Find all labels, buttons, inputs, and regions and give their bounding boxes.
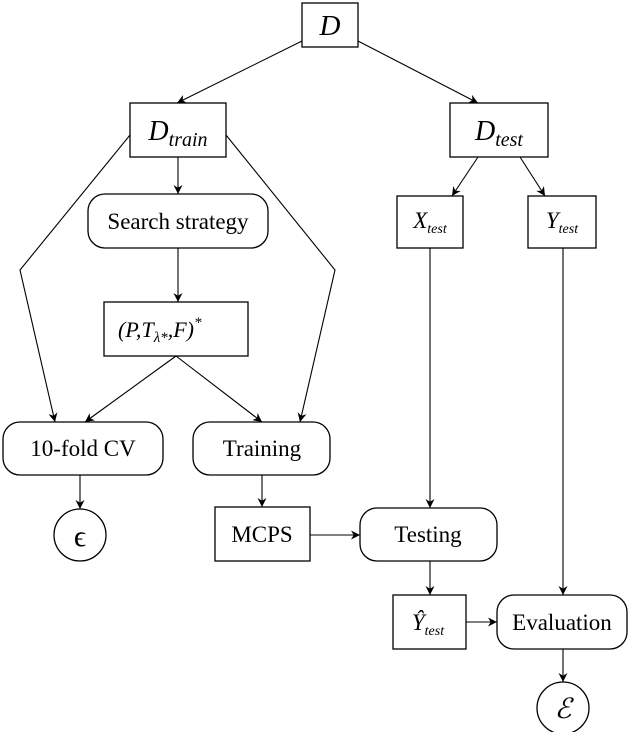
node-y-test-subscript: test (559, 222, 580, 237)
node-y-hat-test-symbol: Ŷ (412, 610, 427, 635)
node-x-test-label: Xtest (412, 208, 448, 237)
node-calligraphic-e-symbol: ℰ (555, 694, 575, 725)
node-d-train: Dtrain (129, 102, 227, 158)
node-d-train-symbol: D (147, 116, 168, 147)
node-config: (P,Tλ*,F)* (103, 301, 249, 357)
node-d: D (301, 2, 359, 48)
node-epsilon-symbol: ϵ (74, 520, 86, 553)
node-y-test-symbol: Y (546, 208, 561, 233)
node-d-test-symbol: D (474, 116, 495, 147)
node-config-t: T (141, 317, 155, 342)
node-training-label: Training (223, 436, 302, 461)
node-search-strategy: Search strategy (87, 193, 269, 249)
node-y-test-label: Ytest (546, 208, 579, 237)
node-search-strategy-label: Search strategy (107, 209, 249, 234)
node-testing-label: Testing (394, 522, 462, 547)
node-testing: Testing (359, 507, 498, 562)
node-d-train-subscript: train (169, 129, 208, 151)
node-10-fold-cv: 10-fold CV (2, 421, 164, 476)
node-d-symbol: D (319, 10, 341, 42)
node-config-superscript: * (194, 315, 202, 331)
node-d-train-label: Dtrain (147, 116, 207, 151)
node-mcps: MCPS (214, 506, 311, 562)
node-x-test-symbol: X (412, 208, 428, 233)
edge-d-to-dtest (357, 40, 479, 104)
node-config-rest: ,F) (168, 317, 194, 342)
node-y-hat-test-subscript: test (425, 624, 446, 639)
node-x-test-subscript: test (427, 222, 448, 237)
edge-config-to-training (175, 355, 263, 423)
node-y-hat-test: Ŷtest (392, 594, 467, 650)
node-d-test-label: Dtest (474, 116, 523, 151)
edge-dtrain-to-training (225, 134, 336, 423)
node-y-hat-test-label: Ŷtest (412, 610, 445, 639)
edge-dtest-to-ytest (519, 156, 546, 197)
edges (19, 40, 568, 682)
node-evaluation: Evaluation (496, 594, 628, 650)
node-calligraphic-e: ℰ (536, 681, 590, 732)
node-epsilon: ϵ (53, 508, 107, 562)
node-d-test-subscript: test (495, 129, 523, 151)
node-training: Training (192, 421, 331, 476)
node-config-t-subscript: λ* (153, 330, 168, 346)
edge-config-to-cv (84, 355, 177, 423)
edge-d-to-dtrain (176, 40, 303, 104)
edge-dtest-to-xtest (451, 156, 479, 197)
node-evaluation-label: Evaluation (512, 610, 612, 635)
node-y-test: Ytest (527, 195, 597, 249)
node-config-p: (P, (118, 317, 141, 342)
node-d-test: Dtest (449, 102, 549, 158)
node-10-fold-cv-label: 10-fold CV (30, 436, 136, 461)
node-mcps-label: MCPS (231, 522, 292, 547)
node-x-test: Xtest (396, 195, 464, 249)
edge-dtrain-to-cv (19, 134, 131, 423)
node-config-label: (P,Tλ*,F)* (118, 315, 202, 346)
